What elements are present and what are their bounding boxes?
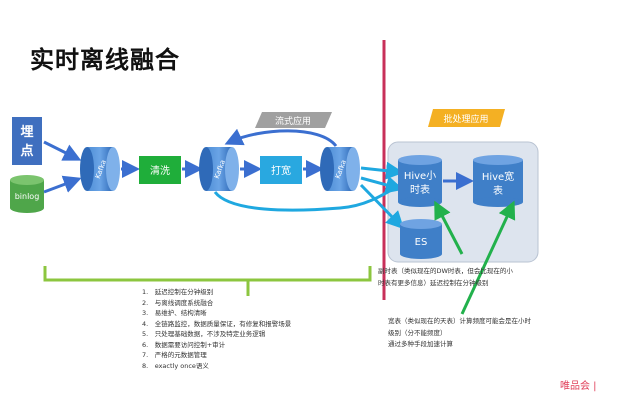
hive-hour-cylinder <box>398 155 442 207</box>
arrow-kafka-hivehour-2 <box>360 176 404 194</box>
page-title: 实时离线融合 <box>30 46 180 74</box>
arrow-loop-back <box>224 128 338 148</box>
note-left-item: 7. 严格的元数据管理 <box>142 351 207 359</box>
notes-right-top: 副时表（类似现在的DW时表，但会比现在的小 时表有更多信息）延迟控制在分钟级别 <box>378 268 513 286</box>
hive-wide-label-1: Hive宽 <box>482 170 514 183</box>
binlog-label: binlog <box>15 192 40 201</box>
kafka-cylinder-2 <box>199 147 239 191</box>
arrow-binlog-kafka <box>43 175 82 194</box>
batch-banner-label: 批处理应用 <box>443 113 488 125</box>
note-right-bottom-line: 宽表（类似现在的天表）计算频度可能会是在小时 <box>388 317 531 325</box>
note-left-item: 4. 全链路监控，数据质量保证，有修复和报警场景 <box>142 319 292 328</box>
arrow-green-hivehour <box>434 200 464 255</box>
arrow-maidian-kafka <box>43 140 82 161</box>
batch-banner <box>428 109 505 127</box>
note-left-item: 3. 易维护、结构清晰 <box>142 309 207 317</box>
arrow-kafka-es <box>359 183 405 230</box>
es-label: ES <box>415 237 428 248</box>
dakuan-box <box>260 156 302 184</box>
stream-banner <box>255 112 332 128</box>
notes-left: 1. 延迟控制在分钟级别 2. 与离线调度系统融合 3. 易维护、结构清晰 4.… <box>142 289 291 369</box>
binlog-cylinder <box>10 175 44 213</box>
pipeline-bracket <box>43 266 372 282</box>
hive-hour-label-1: Hive小 <box>404 170 436 182</box>
note-left-item: 1. 延迟控制在分钟级别 <box>142 288 214 296</box>
arrow-green-hivewide <box>460 200 516 315</box>
note-right-bottom-line: 级别（分不能频度） <box>388 328 447 337</box>
qingxi-box <box>139 156 181 184</box>
note-left-item: 8. exactly once语义 <box>142 361 209 370</box>
es-cylinder <box>400 219 442 259</box>
brand-watermark: 唯品会 | <box>560 381 597 392</box>
hive-wide-cylinder <box>473 155 523 207</box>
kafka-cylinder-3 <box>320 147 360 191</box>
note-left-item: 2. 与离线调度系统融合 <box>142 298 214 307</box>
maidian-box <box>12 117 42 165</box>
notes-right-bottom: 宽表（类似现在的天表）计算频度可能会是在小时 级别（分不能频度） 通过多种手段加… <box>388 318 531 348</box>
hive-hour-label-2: 时表 <box>410 183 430 196</box>
note-right-top-line: 副时表（类似现在的DW时表，但会比现在的小 <box>378 267 513 275</box>
arrow-kafka-hivehour <box>360 161 404 180</box>
qingxi-label: 清洗 <box>150 164 170 177</box>
dakuan-label: 打宽 <box>271 164 291 177</box>
stream-banner-label: 流式应用 <box>275 115 311 127</box>
maidian-label-1: 埋 <box>20 124 33 140</box>
note-left-item: 6. 数据需要访问控制+审计 <box>142 340 226 349</box>
note-right-bottom-line: 通过多种手段加速计算 <box>388 340 453 348</box>
maidian-label-2: 点 <box>20 143 33 159</box>
arrow-cyan-bottom <box>213 180 406 212</box>
hive-wide-label-2: 表 <box>493 184 503 197</box>
note-left-item: 5. 只处理基础数据，不涉及特定业务逻辑 <box>142 330 266 338</box>
kafka-cylinder-1 <box>80 147 120 191</box>
note-right-top-line: 时表有更多信息）延迟控制在分钟级别 <box>378 278 489 287</box>
